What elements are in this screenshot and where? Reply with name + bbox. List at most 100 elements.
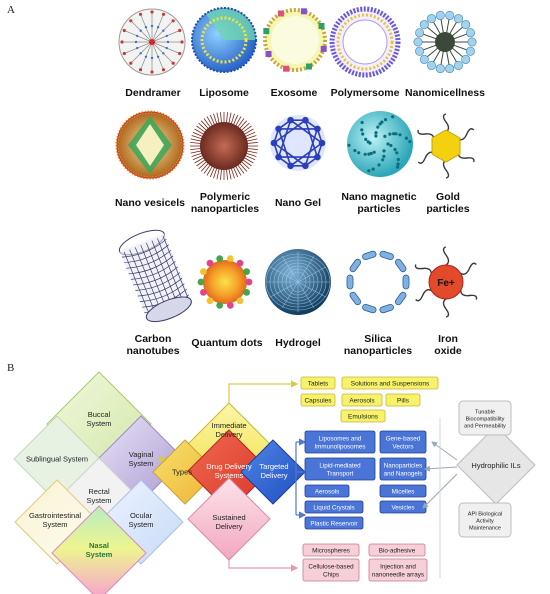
gold-particle-icon [417,113,475,179]
caption-exosome: Exosome [270,87,318,99]
immediate-item: Tablets [300,376,336,390]
sustained-item: Microspheres [302,543,360,557]
caption-polymeric-np: Polymeric nanoparticles [190,191,260,215]
targeted-item-label: Vesicles [391,505,414,512]
targeted-item-label: Plastic Reservoir [310,521,357,528]
label-types: Types [172,468,192,477]
sustained-item-label: Microspheres [312,548,350,555]
caption-carbon-nanotubes: Carbon nanotubes [126,333,180,357]
nanocarrier-gallery: Fe+ [115,6,478,323]
caption-nanomicelle: Nanomicellness [405,87,485,99]
panel-a-letter: A [7,4,15,16]
immediate-item-label: Aerosols [349,398,375,405]
targeted-item: Micelles [379,484,427,498]
targeted-item-label: Micelles [392,489,415,496]
caption-nano-vesicle: Nano vesicels [114,197,186,209]
nasal-diamond [51,505,147,594]
panel-b-letter: B [7,362,15,374]
immediate-item: Emulsions [340,409,386,423]
routes-cluster [13,371,185,594]
immediate-item-label: Capsules [304,398,332,405]
targeted-item: Plastic Reservoir [304,516,364,530]
iron-core-label: Fe+ [437,278,455,289]
immediate-item: Solutions and Suspensions [341,376,439,390]
arrow-immediate [228,380,299,403]
caption-silica: Silica nanoparticles [343,333,413,357]
liposome-icon [191,7,257,73]
caption-dendrimer: Dendramer [125,87,181,99]
polymersome-icon [329,6,401,78]
caption-polymersome: Polymersome [330,87,400,99]
sustained-item-label: Bio-adhesive [379,548,416,555]
caption-quantum-dots: Quantum dots [191,337,263,349]
polymeric-nanoparticle-icon [190,112,258,180]
immediate-items: Tablets Solutions and SuspensionsCapsules… [300,376,439,423]
types-cluster [152,402,306,561]
magnetic-particle-icon [347,111,413,177]
caption-liposome: Liposome [199,87,249,99]
nanomicelle-icon [413,10,477,74]
silica-nanoparticle-icon [346,250,410,314]
targeted-item: Liquid Crystals [304,500,364,514]
immediate-item: Capsules [300,393,336,407]
ils-top-box [458,400,512,436]
caption-nano-gel: Nano Gel [274,197,322,209]
targeted-item: Vesicles [379,500,427,514]
quantum-dot-icon [197,255,253,309]
label-sublingual: Sublingual System [26,455,88,464]
label-ils: Hydrophilic ILs [471,461,520,470]
caption-iron-oxide: Iron oxide [434,333,462,357]
nano-vesicle-icon [115,110,185,180]
ils-arrow-2 [424,465,458,472]
caption-gold: Gold particles [426,191,470,215]
sustained-item: Bio-adhesive [368,543,426,557]
caption-magnetic: Nano magnetic particles [341,191,417,215]
caption-hydrogel: Hydrogel [275,337,321,349]
dendrimer-icon [118,8,186,76]
immediate-item: Aerosols [341,393,383,407]
immediate-item-label: Solutions and Suspensions [351,381,430,388]
immediate-item: Pills [385,393,421,407]
immediate-item-label: Tablets [308,381,329,388]
carbon-nanotube-icon [118,229,192,323]
targeted-item-label: Liquid Crystals [313,505,354,512]
nano-gel-icon [270,115,326,171]
immediate-item-label: Pills [397,398,410,405]
targeted-diamond [240,439,306,505]
ils-bottom-box [458,502,512,538]
targeted-item: Aerosols [304,484,350,498]
iron-oxide-icon: Fe+ [414,246,478,318]
hydrogel-icon [265,249,331,315]
exosome-icon [263,8,327,72]
targeted-item-label: Aerosols [315,489,340,496]
